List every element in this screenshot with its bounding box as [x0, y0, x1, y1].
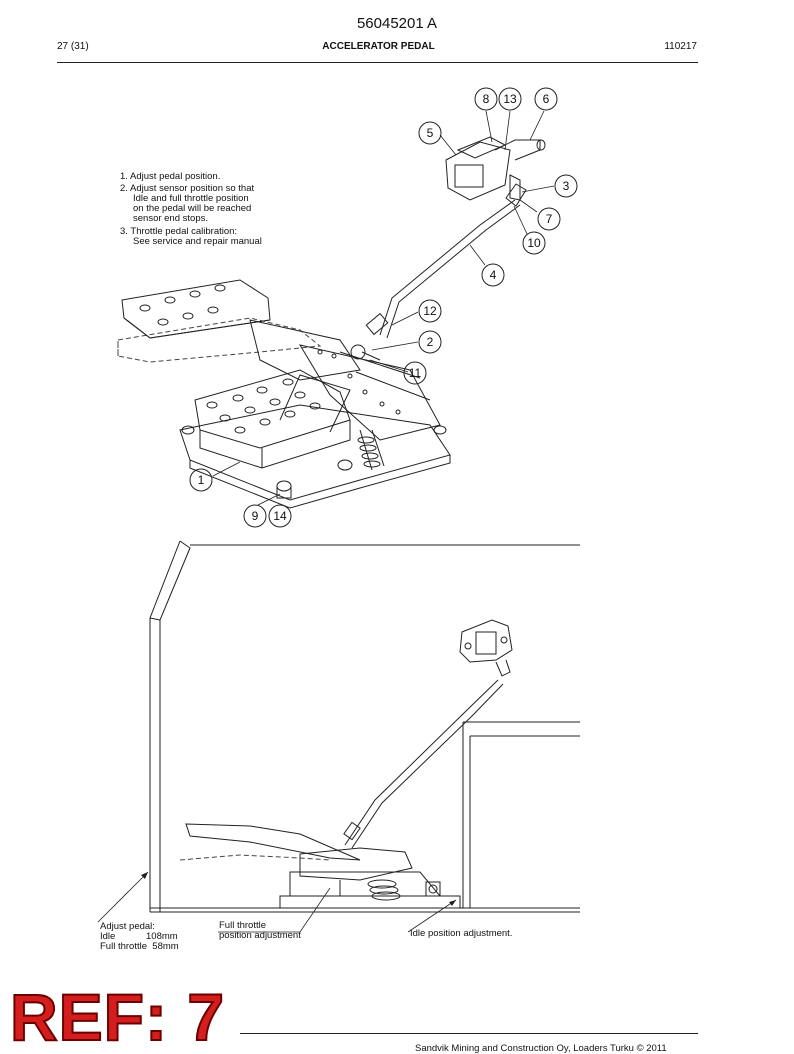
pedal-adjust-label: Adjust pedal: Idle 108mm Full throttle 58… — [100, 922, 179, 952]
pedal-full-label: Full throttle — [100, 941, 147, 952]
instructions: 1. Adjust pedal position. 2. Adjust sens… — [120, 172, 262, 247]
callout-11: 11 — [409, 366, 422, 380]
full-throttle-line-2: position adjustment — [219, 930, 301, 941]
callout-circles — [189, 87, 578, 528]
callout-12: 12 — [423, 304, 437, 318]
pedal-idle-label: Idle — [100, 931, 116, 942]
side-pedal — [179, 823, 461, 909]
callout-4: 4 — [490, 268, 497, 282]
adjustment-leaders — [97, 871, 457, 933]
linkage-rod — [350, 199, 521, 361]
console-box — [462, 721, 580, 908]
callout-10: 10 — [527, 236, 541, 250]
side-linkage-rod — [343, 679, 504, 849]
pedal-adjust-title: Adjust pedal: — [100, 921, 155, 932]
footer-divider — [240, 1033, 698, 1034]
pedal-base-plate — [179, 404, 451, 509]
instruction-line: 2. Adjust sensor position so that — [120, 183, 255, 194]
pedal-full-value: 58mm — [152, 941, 179, 952]
page-number: 27 (31) — [57, 41, 89, 52]
idle-adjust-label: Idle position adjustment. — [410, 928, 513, 939]
page-title: ACCELERATOR PEDAL — [322, 41, 435, 52]
instruction-step-2: 2. Adjust sensor position so that Idle a… — [120, 184, 262, 224]
foot-pad — [194, 369, 351, 469]
callout-numbers: 8 13 6 5 3 7 10 4 12 2 11 1 9 14 — [198, 92, 570, 523]
instruction-line: sensor end stops. — [133, 213, 208, 224]
pedal-sensor — [445, 136, 546, 207]
callout-14: 14 — [273, 509, 287, 523]
callout-7: 7 — [546, 212, 553, 226]
callout-5: 5 — [427, 126, 434, 140]
footer-copyright: Sandvik Mining and Construction Oy, Load… — [415, 1043, 667, 1054]
pedal-plate-top — [121, 279, 271, 339]
instruction-line: See service and repair manual — [133, 236, 262, 247]
full-throttle-adjust-label: Full throttle position adjustment — [219, 921, 301, 941]
callout-leaders — [212, 110, 555, 506]
callout-9: 9 — [252, 509, 259, 523]
side-sensor — [459, 619, 513, 677]
callout-6: 6 — [543, 92, 550, 106]
document-code: 110217 — [664, 41, 697, 52]
callout-1: 1 — [198, 473, 205, 487]
pedal-body — [249, 319, 441, 441]
instruction-step-3: 3. Throttle pedal calibration: See servi… — [120, 227, 262, 247]
pedal-full-row: Full throttle 58mm — [100, 942, 179, 952]
instruction-line: Idle and full throttle position — [133, 193, 249, 204]
pedal-idle-row: Idle 108mm — [100, 932, 179, 942]
pedal-spring — [357, 429, 385, 471]
ref-stamp: REF: 7 — [9, 980, 226, 1054]
cab-wall — [149, 540, 580, 913]
instruction-line: 1. Adjust pedal position. — [120, 171, 221, 182]
callout-13: 13 — [503, 92, 517, 106]
leader-arrowheads — [141, 872, 456, 906]
instruction-step-1: 1. Adjust pedal position. — [120, 172, 262, 182]
callout-2: 2 — [427, 335, 434, 349]
document-number: 56045201 A — [356, 15, 438, 32]
header-divider — [57, 62, 698, 63]
pedal-dashed-outline — [117, 317, 322, 363]
full-throttle-line-1: Full throttle — [219, 920, 266, 931]
pedal-idle-value: 108mm — [146, 931, 178, 942]
instruction-line: 3. Throttle pedal calibration: — [120, 226, 238, 237]
instruction-line: on the pedal will be reached — [133, 203, 252, 214]
callout-8: 8 — [483, 92, 490, 106]
callout-3: 3 — [563, 179, 570, 193]
